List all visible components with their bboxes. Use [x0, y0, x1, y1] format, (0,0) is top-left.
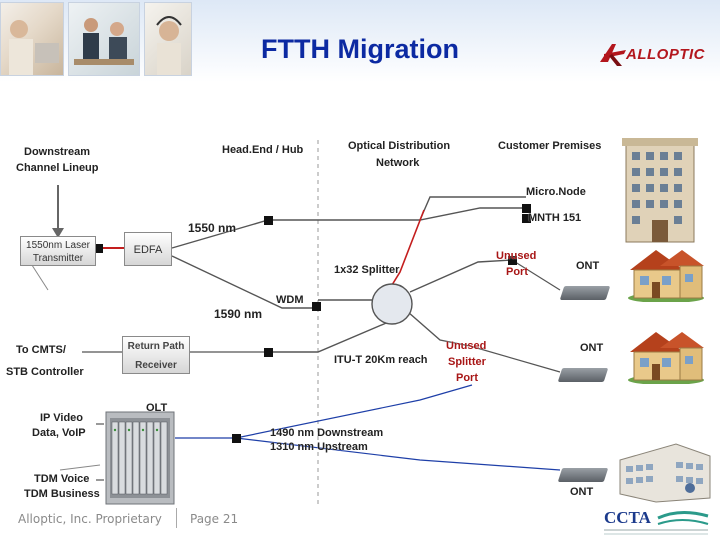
label-odn-1: Optical Distribution	[348, 140, 451, 152]
footer-divider	[176, 508, 177, 528]
house-icon	[628, 250, 704, 302]
edfa-box: EDFA	[124, 232, 172, 266]
node-edfa	[264, 216, 273, 225]
alloptic-logo-icon: ALLOPTIC	[598, 42, 710, 68]
ont-device-icon	[557, 368, 609, 382]
label-unused-split-2: Splitter	[448, 356, 486, 368]
label-ipvideo-2: Data, VoIP	[32, 427, 86, 439]
office-building-icon	[619, 443, 711, 503]
photo-office	[0, 2, 64, 76]
label-tdm-2: TDM Business	[24, 488, 100, 500]
label-splitter: 1x32 Splitter	[334, 264, 400, 276]
label-wdm: WDM	[276, 294, 304, 306]
laser-transmitter: 1550nm Laser Transmitter	[20, 236, 96, 266]
laser-label-2: Transmitter	[32, 253, 84, 264]
label-downstream-1: Downstream	[24, 146, 91, 158]
fiber-splitter-olt	[268, 317, 399, 353]
node-unused-port	[508, 256, 517, 265]
receiver-label: Receiver	[135, 360, 177, 371]
node-olt	[232, 434, 241, 443]
label-itu: ITU-T 20Km reach	[334, 354, 428, 366]
node-return	[264, 348, 273, 357]
footer-company: Alloptic, Inc. Proprietary	[18, 512, 162, 526]
label-ont-1: ONT	[576, 260, 600, 272]
ont-device-icon	[557, 468, 609, 482]
label-ont-2: ONT	[580, 342, 604, 354]
node-micronode	[522, 204, 531, 213]
label-unused-split-1: Unused	[446, 340, 487, 352]
return-path-receiver: Return Path Receiver	[122, 336, 190, 374]
fiber-1590	[171, 255, 318, 309]
node-wdm	[312, 302, 321, 311]
olt-chassis-icon	[105, 411, 175, 505]
logo-text: ALLOPTIC	[626, 46, 705, 63]
label-1550: 1550 nm	[188, 221, 237, 235]
label-tdm-1: TDM Voice	[34, 473, 90, 485]
label-1590: 1590 nm	[214, 307, 263, 321]
label-mnth: MNTH 151	[528, 212, 582, 224]
page-title: FTTH Migration	[261, 34, 459, 64]
ont-device-icon	[559, 286, 611, 300]
label-1490: 1490 nm Downstream	[270, 427, 384, 439]
photo-headset	[144, 2, 192, 76]
photo-meeting	[68, 2, 140, 76]
return-path-label: Return Path	[127, 341, 185, 352]
label-odn-2: Network	[376, 157, 420, 169]
label-unused-port-2: Port	[506, 266, 528, 278]
node-mnth	[522, 214, 531, 223]
label-ont-3: ONT	[570, 486, 594, 498]
label-customer: Customer Premises	[498, 140, 602, 152]
ccta-logo-icon: CCTA	[600, 508, 712, 538]
label-olt: OLT	[146, 402, 168, 414]
node-laser	[94, 244, 103, 253]
label-1310: 1310 nm Upstream	[270, 441, 368, 453]
label-cmts-2: STB Controller	[6, 366, 84, 378]
label-downstream-2: Channel Lineup	[16, 162, 99, 174]
label-micronode: Micro.Node	[526, 186, 586, 198]
footer-page: Page 21	[190, 512, 239, 526]
fiber-olt	[175, 384, 473, 439]
label-cmts-1: To CMTS/	[16, 344, 66, 356]
ccta-logo-text: CCTA	[604, 508, 651, 527]
label-unused-port-1: Unused	[496, 250, 537, 262]
label-ipvideo-1: IP Video	[40, 412, 84, 424]
splitter-icon	[371, 283, 413, 325]
label-unused-split-3: Port	[456, 372, 478, 384]
fiber-red-feed	[391, 209, 425, 286]
label-headend: Head.End / Hub	[222, 144, 304, 156]
house-icon	[628, 332, 704, 384]
edfa-label: EDFA	[133, 244, 163, 256]
laser-label-1: 1550nm Laser	[26, 240, 90, 251]
apartment-building-icon	[622, 138, 698, 243]
